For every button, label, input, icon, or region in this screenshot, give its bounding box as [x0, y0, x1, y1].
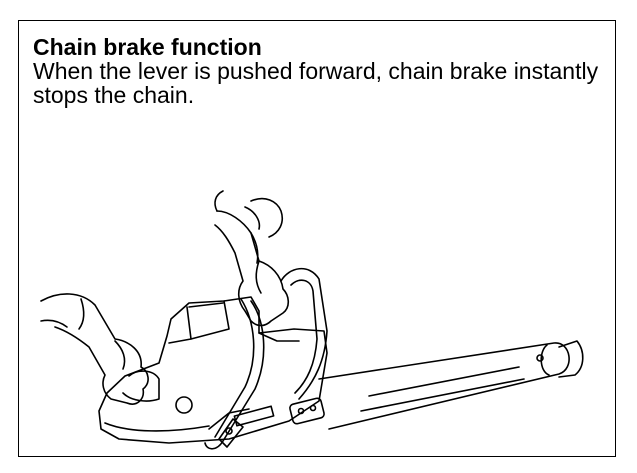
- rear-handle: [122, 370, 160, 402]
- front-handle: [204, 300, 265, 450]
- section-description: When the lever is pushed forward, chain …: [33, 58, 599, 108]
- instruction-text: Chain brake function When the lever is p…: [33, 35, 603, 107]
- left-hand: [40, 293, 149, 405]
- chainsaw-illustration: [19, 171, 615, 456]
- chainsaw-chain-brake-icon: [40, 190, 584, 450]
- section-title: Chain brake function: [33, 34, 262, 60]
- instruction-panel: Chain brake function When the lever is p…: [18, 20, 616, 457]
- guide-bar: [318, 342, 570, 430]
- right-hand: [214, 210, 290, 327]
- chain-brake-lever: [280, 267, 328, 400]
